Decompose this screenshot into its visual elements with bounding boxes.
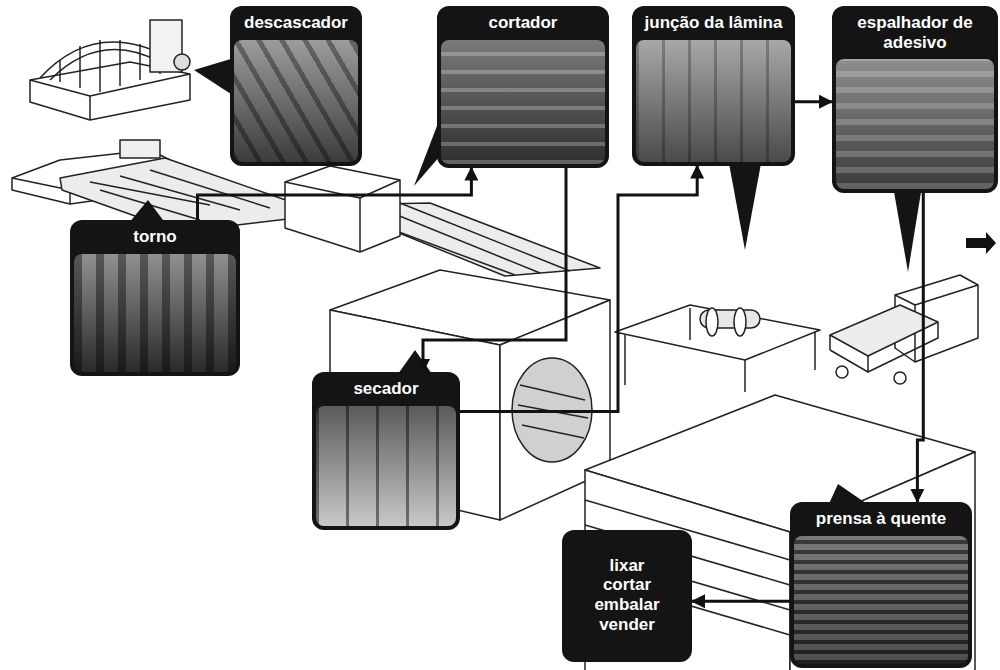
machine-photo	[234, 40, 358, 162]
clipper-drawing	[400, 203, 570, 271]
callout-box: junção da lâmina	[632, 6, 795, 166]
spreader-drawing	[895, 285, 978, 305]
exit-arrow	[966, 232, 996, 254]
spreader-drawing	[830, 275, 978, 384]
stage-label: cortador	[441, 10, 605, 38]
stage-label: secador	[316, 376, 456, 404]
final-step-box: lixar cortar embalar vender	[562, 530, 692, 662]
spreader-drawing	[829, 335, 831, 350]
machine-photo	[316, 406, 456, 526]
debarker-drawing	[174, 54, 190, 70]
stage-label: lixar cortar embalar vender	[582, 553, 672, 639]
flow-arrow	[917, 193, 923, 502]
debarker-drawing	[139, 44, 141, 80]
joiner-drawing	[706, 308, 718, 336]
stage-label: junção da lâmina	[636, 10, 791, 38]
stage-label: espalhador de adesivo	[836, 10, 994, 57]
machine-photo	[441, 40, 605, 164]
callout-pointer	[194, 58, 234, 96]
dryer-drawing	[520, 385, 585, 400]
clipper-drawing	[285, 166, 400, 252]
spreader-drawing	[868, 322, 938, 372]
debarker-drawing	[79, 46, 81, 88]
joiner-drawing	[689, 308, 691, 340]
debarker-drawing	[30, 20, 190, 120]
debarker-drawing	[30, 74, 190, 96]
callout-box: secador	[312, 372, 460, 530]
joiner-drawing	[615, 305, 820, 360]
debarker-drawing	[99, 40, 101, 92]
stage-label: torno	[74, 224, 236, 252]
joiner-drawing	[744, 360, 746, 392]
machine-photo	[836, 59, 994, 189]
callout-box: prensa à quente	[790, 502, 972, 668]
joiner-drawing	[734, 308, 746, 336]
lathe-drawing	[150, 170, 270, 208]
joiner-drawing	[615, 305, 820, 392]
callout-box: torno	[70, 220, 240, 376]
clipper-drawing	[285, 166, 600, 276]
callout-pointer	[728, 158, 762, 250]
callout-box: espalhador de adesivo	[832, 6, 998, 193]
stage-label: descascador	[234, 10, 358, 38]
spreader-drawing	[830, 350, 868, 372]
callout-box: descascador	[230, 6, 362, 166]
callout-box: cortador	[437, 6, 609, 168]
exit-arrow	[966, 232, 996, 254]
plant-illustration	[12, 20, 996, 670]
machine-photo	[636, 40, 791, 162]
debarker-drawing	[59, 60, 61, 82]
joiner-drawing	[814, 332, 816, 370]
callout-pointer	[893, 186, 922, 272]
clipper-drawing	[359, 198, 361, 252]
flow-arrow	[795, 100, 832, 103]
debarker-drawing	[89, 96, 91, 120]
flow-arrow	[423, 168, 566, 372]
spreader-drawing	[894, 372, 906, 384]
machine-photo	[74, 254, 236, 372]
lathe-drawing	[120, 140, 160, 158]
stage-label: prensa à quente	[794, 506, 968, 534]
spreader-drawing	[836, 366, 848, 378]
joiner-drawing	[624, 335, 626, 385]
flow-arrow	[198, 168, 472, 220]
flow-arrow	[460, 166, 697, 412]
press-drawing	[790, 452, 975, 670]
debarker-drawing	[50, 50, 160, 80]
flow-arrow	[692, 600, 790, 603]
dryer-drawing	[522, 425, 584, 438]
debarker-drawing	[119, 40, 121, 86]
lathe-drawing	[90, 182, 210, 205]
machine-photo	[794, 536, 968, 664]
callout-pointer	[398, 350, 432, 374]
